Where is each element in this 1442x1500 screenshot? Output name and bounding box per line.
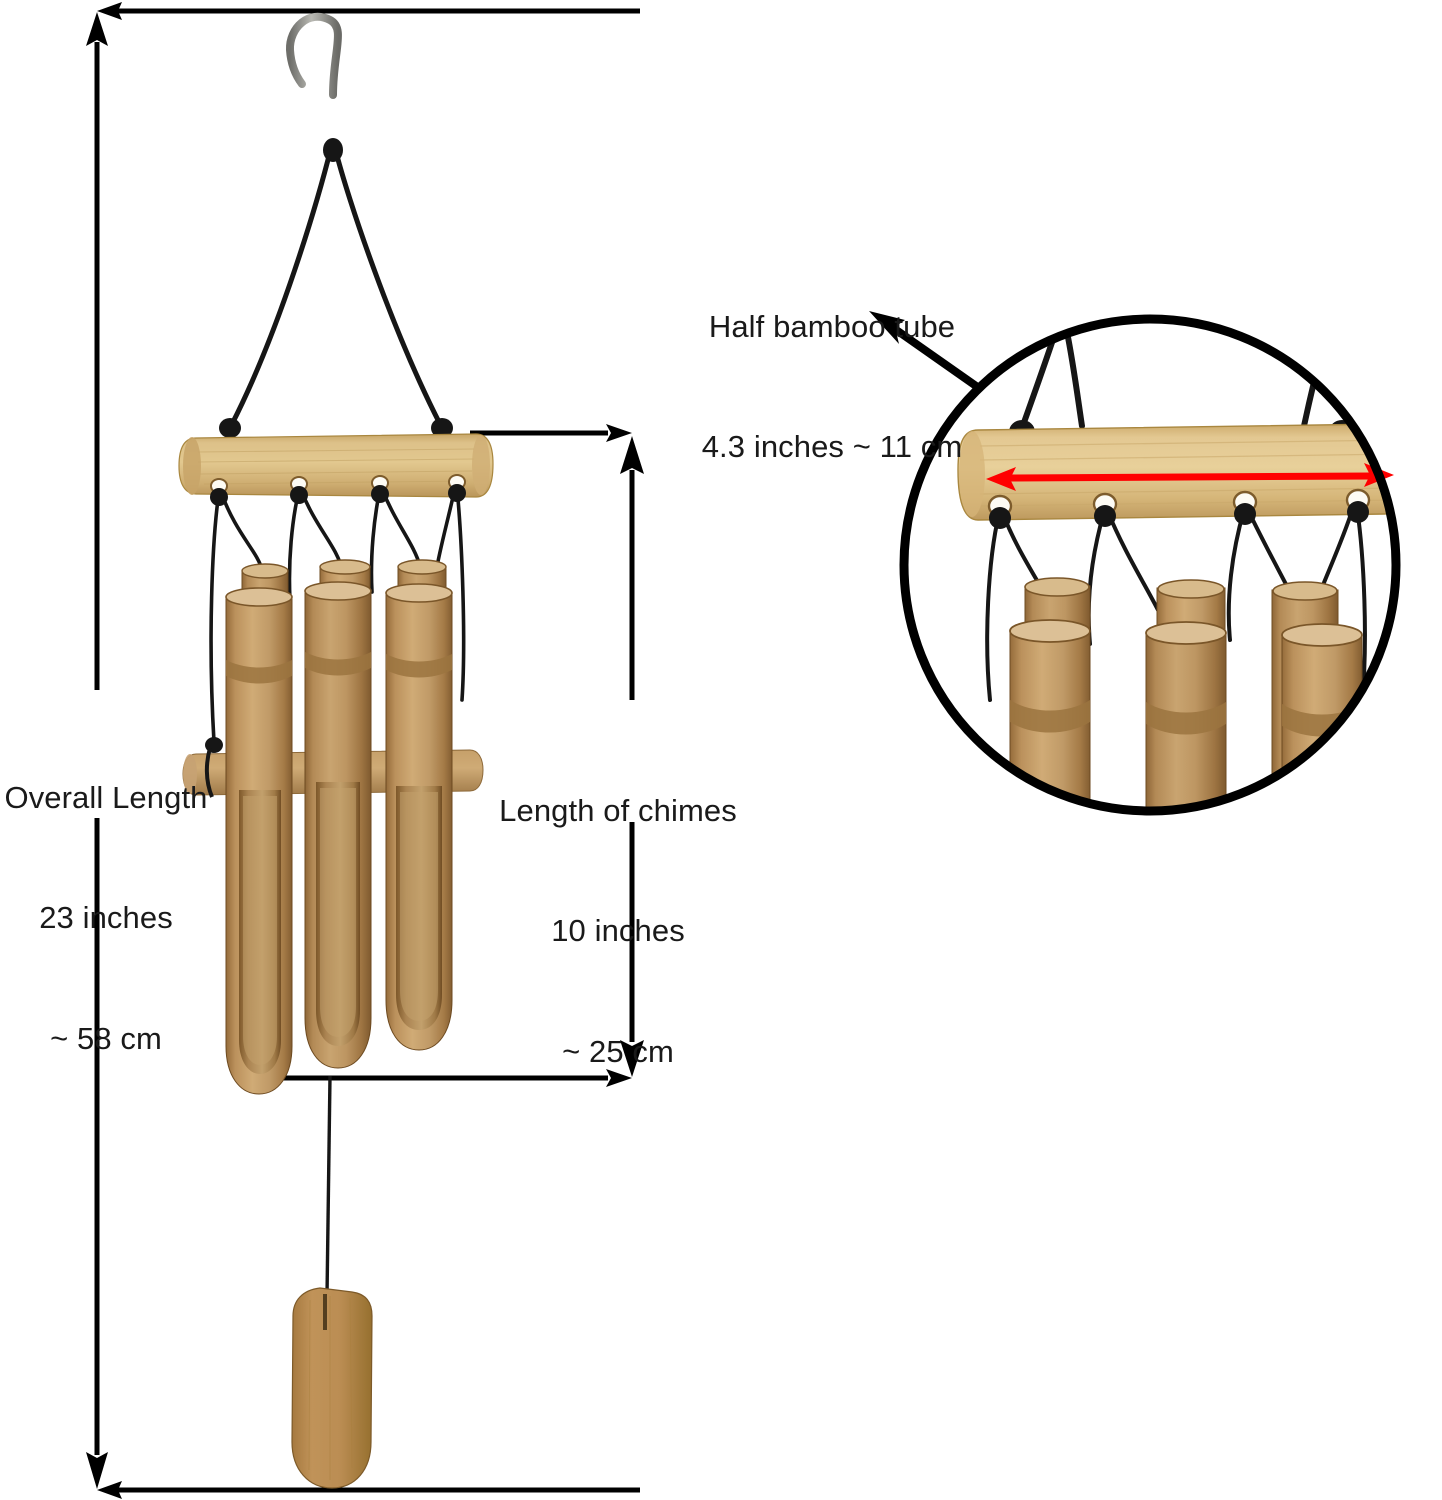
magnifier-outline	[899, 314, 1401, 816]
half-tube-label: Half bamboo tube 4.3 inches ~ 11 cm	[672, 226, 992, 548]
hanging-cord	[219, 138, 453, 438]
half-tube-line1: Half bamboo tube	[708, 308, 956, 344]
half-tube-line2: 4.3 inches ~ 11 cm	[701, 429, 963, 465]
chime-length-line1: Length of chimes	[499, 792, 737, 828]
detail-magnifier	[899, 314, 1401, 816]
chime-length-label: Length of chimes 10 inches ~ 25 cm	[498, 710, 738, 1153]
overall-length-line2: 23 inches	[39, 900, 173, 936]
metal-hook-icon	[286, 12, 342, 153]
top-bar	[178, 433, 494, 498]
chime-tube-front-row	[225, 581, 453, 1095]
chime-length-line2: 10 inches	[551, 913, 685, 949]
overall-length-line1: Overall Length	[4, 779, 208, 815]
overall-length-dimension	[86, 2, 640, 1499]
wind-sail	[291, 1075, 373, 1489]
overall-length-label: Overall Length 23 inches ~ 58 cm	[0, 697, 212, 1140]
tube-suspension-cords	[205, 484, 466, 753]
overall-length-line3: ~ 58 cm	[50, 1021, 162, 1057]
chime-length-line3: ~ 25 cm	[562, 1034, 674, 1070]
chime-length-dimension	[250, 424, 644, 1087]
